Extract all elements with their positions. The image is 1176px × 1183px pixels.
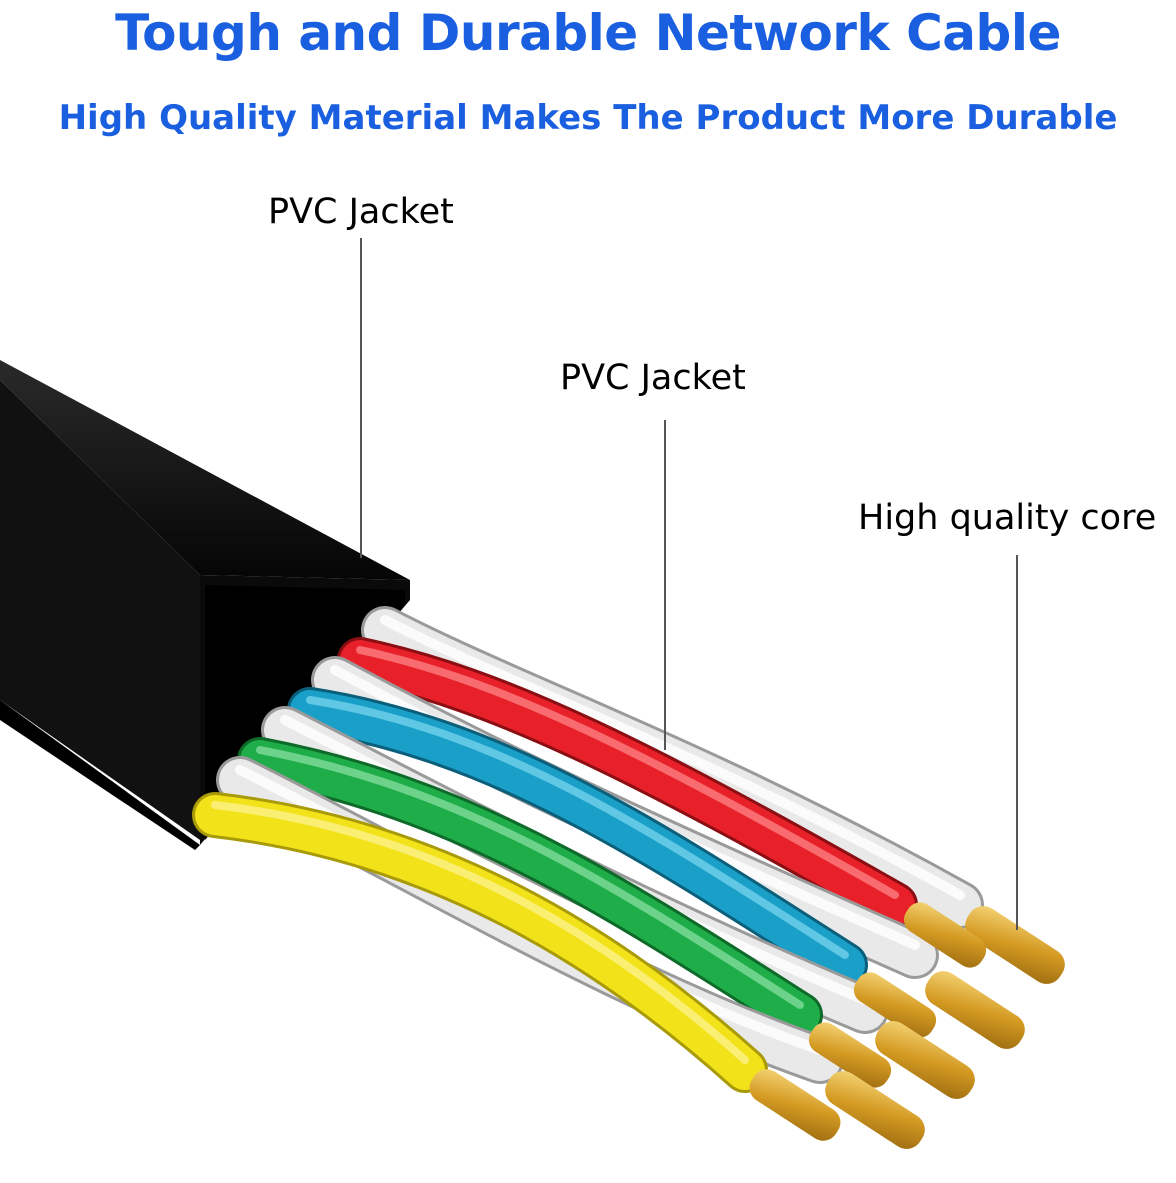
callout-high-quality-core: High quality core xyxy=(858,498,1157,538)
wire-bundle xyxy=(192,606,984,1093)
leader-line-inner-jacket xyxy=(664,420,666,750)
copper-cores xyxy=(749,902,1065,1149)
leader-line-core xyxy=(1016,555,1018,930)
page-title: Tough and Durable Network Cable xyxy=(115,4,1061,62)
callout-pvc-jacket-outer: PVC Jacket xyxy=(268,192,454,232)
callout-pvc-jacket-inner: PVC Jacket xyxy=(560,358,746,398)
page-subtitle: High Quality Material Makes The Product … xyxy=(58,98,1118,138)
leader-line-outer-jacket xyxy=(360,238,362,558)
